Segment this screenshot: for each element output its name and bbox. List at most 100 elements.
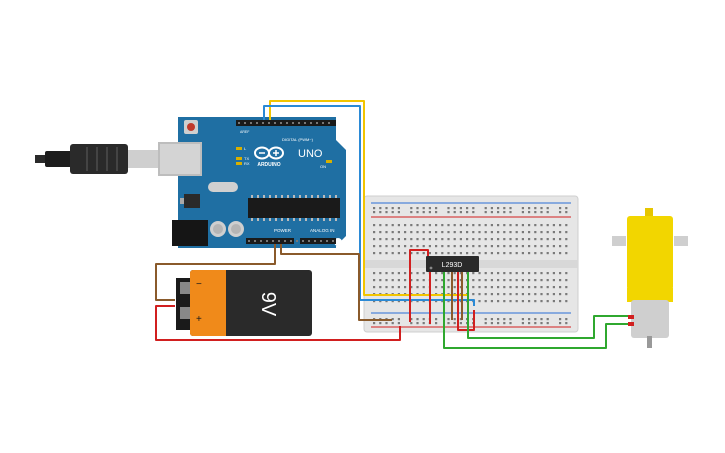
- hole: [385, 211, 388, 214]
- hole: [565, 245, 568, 248]
- hole: [428, 211, 431, 214]
- hole: [391, 207, 394, 210]
- hole: [509, 245, 512, 248]
- hole: [299, 195, 301, 198]
- dc-motor-icon[interactable]: [612, 208, 688, 348]
- hole: [552, 231, 555, 234]
- hole: [497, 231, 500, 234]
- hole: [472, 286, 475, 289]
- hole: [466, 224, 469, 227]
- hole: [435, 318, 438, 321]
- hole: [428, 231, 431, 234]
- hole: [391, 231, 394, 234]
- hole: [528, 318, 531, 321]
- hole: [521, 238, 524, 241]
- hole: [534, 211, 537, 214]
- wire-brown-1[interactable]: [280, 244, 392, 321]
- hole: [316, 122, 318, 124]
- hole: [280, 122, 282, 124]
- hole: [256, 122, 258, 124]
- hole: [379, 245, 382, 248]
- l293d-ic[interactable]: L293D: [426, 256, 479, 272]
- wire-green-1[interactable]: [443, 272, 628, 349]
- hole: [565, 211, 568, 214]
- hole: [552, 300, 555, 303]
- hole: [453, 224, 456, 227]
- hole: [404, 252, 407, 255]
- hole: [565, 231, 568, 234]
- hole: [497, 293, 500, 296]
- hole: [385, 322, 388, 325]
- hole: [490, 318, 493, 321]
- hole: [397, 231, 400, 234]
- wire-green-2[interactable]: [467, 272, 628, 339]
- hole: [447, 286, 450, 289]
- hole: [422, 272, 425, 275]
- hole: [528, 211, 531, 214]
- hole: [490, 286, 493, 289]
- analog-header[interactable]: [300, 238, 336, 244]
- hole: [428, 224, 431, 227]
- rx-led-label: RX: [244, 161, 250, 166]
- hole: [521, 286, 524, 289]
- hole: [254, 240, 256, 242]
- hole: [391, 238, 394, 241]
- hole: [385, 224, 388, 227]
- hole: [391, 211, 394, 214]
- hole: [509, 238, 512, 241]
- hole: [472, 279, 475, 282]
- hole: [490, 300, 493, 303]
- hole: [546, 286, 549, 289]
- hole: [509, 293, 512, 296]
- wire-red-4[interactable]: [457, 272, 475, 331]
- hole: [515, 300, 518, 303]
- hole: [559, 224, 562, 227]
- hole: [546, 245, 549, 248]
- wire-red-1[interactable]: [155, 305, 401, 341]
- hole: [373, 252, 376, 255]
- hole: [404, 286, 407, 289]
- hole: [416, 245, 419, 248]
- battery-plus-label: +: [196, 314, 202, 325]
- hole: [385, 252, 388, 255]
- arduino-board[interactable]: L TX RX ON ARDUINO UNO AREF DIGITAL (PWM…: [158, 117, 346, 248]
- hole: [317, 195, 319, 198]
- hole: [528, 238, 531, 241]
- hole: [559, 293, 562, 296]
- hole: [379, 300, 382, 303]
- wire-brown-2[interactable]: [155, 244, 276, 301]
- wire-blue[interactable]: [263, 105, 475, 306]
- hole: [497, 300, 500, 303]
- wire-red-2[interactable]: [409, 249, 429, 322]
- hole: [565, 318, 568, 321]
- battery-icon[interactable]: − + 9V: [176, 270, 312, 336]
- hole: [435, 252, 438, 255]
- hole: [428, 252, 431, 255]
- hole: [435, 245, 438, 248]
- hole: [453, 238, 456, 241]
- hole: [490, 293, 493, 296]
- hole: [503, 279, 506, 282]
- hole: [546, 231, 549, 234]
- hole: [441, 245, 444, 248]
- hole: [528, 322, 531, 325]
- hole: [257, 195, 259, 198]
- hole: [410, 252, 413, 255]
- hole: [565, 286, 568, 289]
- hole: [299, 218, 301, 221]
- hole: [546, 211, 549, 214]
- hole: [552, 238, 555, 241]
- hole: [484, 231, 487, 234]
- hole: [559, 322, 562, 325]
- hole: [515, 231, 518, 234]
- hole: [422, 207, 425, 210]
- hole: [251, 195, 253, 198]
- hole: [435, 286, 438, 289]
- hole: [552, 245, 555, 248]
- power-header[interactable]: [246, 238, 294, 244]
- hole: [323, 218, 325, 221]
- hole: [521, 300, 524, 303]
- reset-button[interactable]: [187, 123, 195, 131]
- hole: [534, 293, 537, 296]
- hole: [534, 322, 537, 325]
